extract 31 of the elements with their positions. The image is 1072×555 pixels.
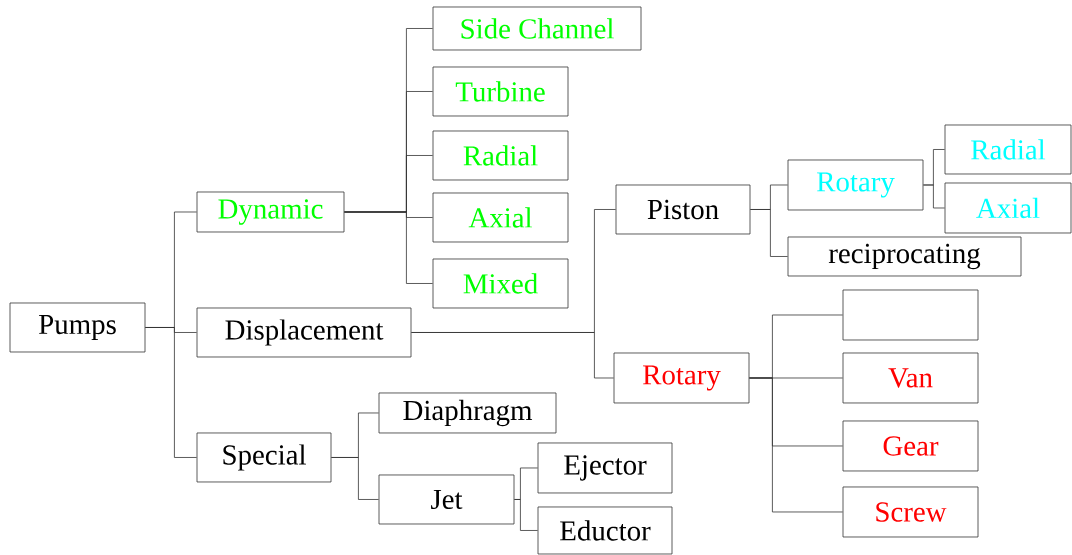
- category-box: Axial: [944, 182, 1072, 234]
- category-box: Van: [842, 352, 979, 404]
- category-box: Turbine: [432, 66, 569, 117]
- category-box: Displacement: [196, 307, 412, 358]
- category-box: Axial: [432, 192, 569, 243]
- connector-line: [923, 184, 945, 209]
- connector-line: [145, 327, 197, 458]
- category-box: Eductor: [537, 506, 673, 555]
- category-box: Piston: [615, 184, 751, 235]
- connector-line: [750, 209, 788, 257]
- category-box: Rotary: [787, 159, 924, 211]
- connector-line: [411, 332, 614, 379]
- connector-line: [331, 457, 379, 500]
- category-box: Diaphragm: [378, 392, 557, 434]
- connector-line: [749, 377, 843, 513]
- category-box: Special: [196, 432, 332, 483]
- empty-box: [842, 289, 979, 341]
- connector-line: [514, 499, 538, 531]
- category-box: Dynamic: [196, 191, 345, 233]
- category-box: Ejector: [537, 442, 673, 494]
- category-box: Rotary: [613, 352, 750, 404]
- category-box: Gear: [842, 420, 979, 472]
- category-box: Radial: [432, 130, 569, 181]
- category-box: Jet: [378, 474, 515, 525]
- category-box: Side Channel: [432, 6, 642, 51]
- category-box: reciprocating: [787, 236, 1022, 277]
- connector-line: [344, 211, 433, 284]
- category-box: Mixed: [432, 258, 569, 309]
- category-box: Pumps: [9, 302, 146, 353]
- category-box: Screw: [842, 486, 979, 538]
- category-box: Radial: [944, 124, 1072, 175]
